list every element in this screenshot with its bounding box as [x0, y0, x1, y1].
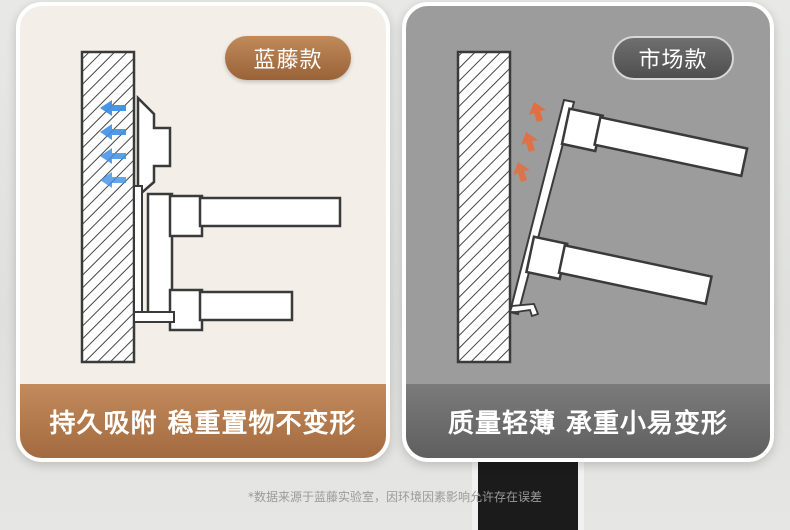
- bracket-stem: [146, 192, 174, 318]
- upper-bar: [198, 196, 342, 228]
- comparison-card-market: 市场款 质量轻薄 承重小易变形: [402, 2, 774, 462]
- market-caption: 质量轻薄 承重小易变形: [406, 384, 770, 458]
- back-plate: [133, 185, 143, 317]
- comparison-card-product: 蓝藤款 持久吸附 稳重置物不变形: [16, 2, 390, 462]
- data-source-footnote: *数据来源于蓝藤实验室，因环境因素影响允许存在误差: [247, 490, 542, 504]
- bottom-hook: [508, 303, 540, 318]
- background-door: [472, 455, 584, 530]
- lower-bracket: [168, 288, 204, 332]
- bottom-foot: [133, 311, 175, 323]
- lower-bar: [198, 290, 294, 322]
- upper-bar: [593, 115, 749, 178]
- falling-arrows: [513, 102, 546, 182]
- wall-hatched: [80, 50, 136, 364]
- market-badge: 市场款: [612, 36, 734, 80]
- suction-arrows: [100, 100, 126, 188]
- lower-bar: [557, 243, 714, 306]
- tilted-back-plate: [508, 98, 576, 316]
- upper-bracket: [168, 194, 204, 238]
- suction-cup: [136, 94, 172, 199]
- product-badge: 蓝藤款: [225, 36, 351, 80]
- product-hanger-diagram: [80, 50, 342, 364]
- product-caption: 持久吸附 稳重置物不变形: [20, 384, 386, 458]
- market-hanger-diagram: [456, 50, 749, 364]
- wall-hatched: [456, 50, 512, 364]
